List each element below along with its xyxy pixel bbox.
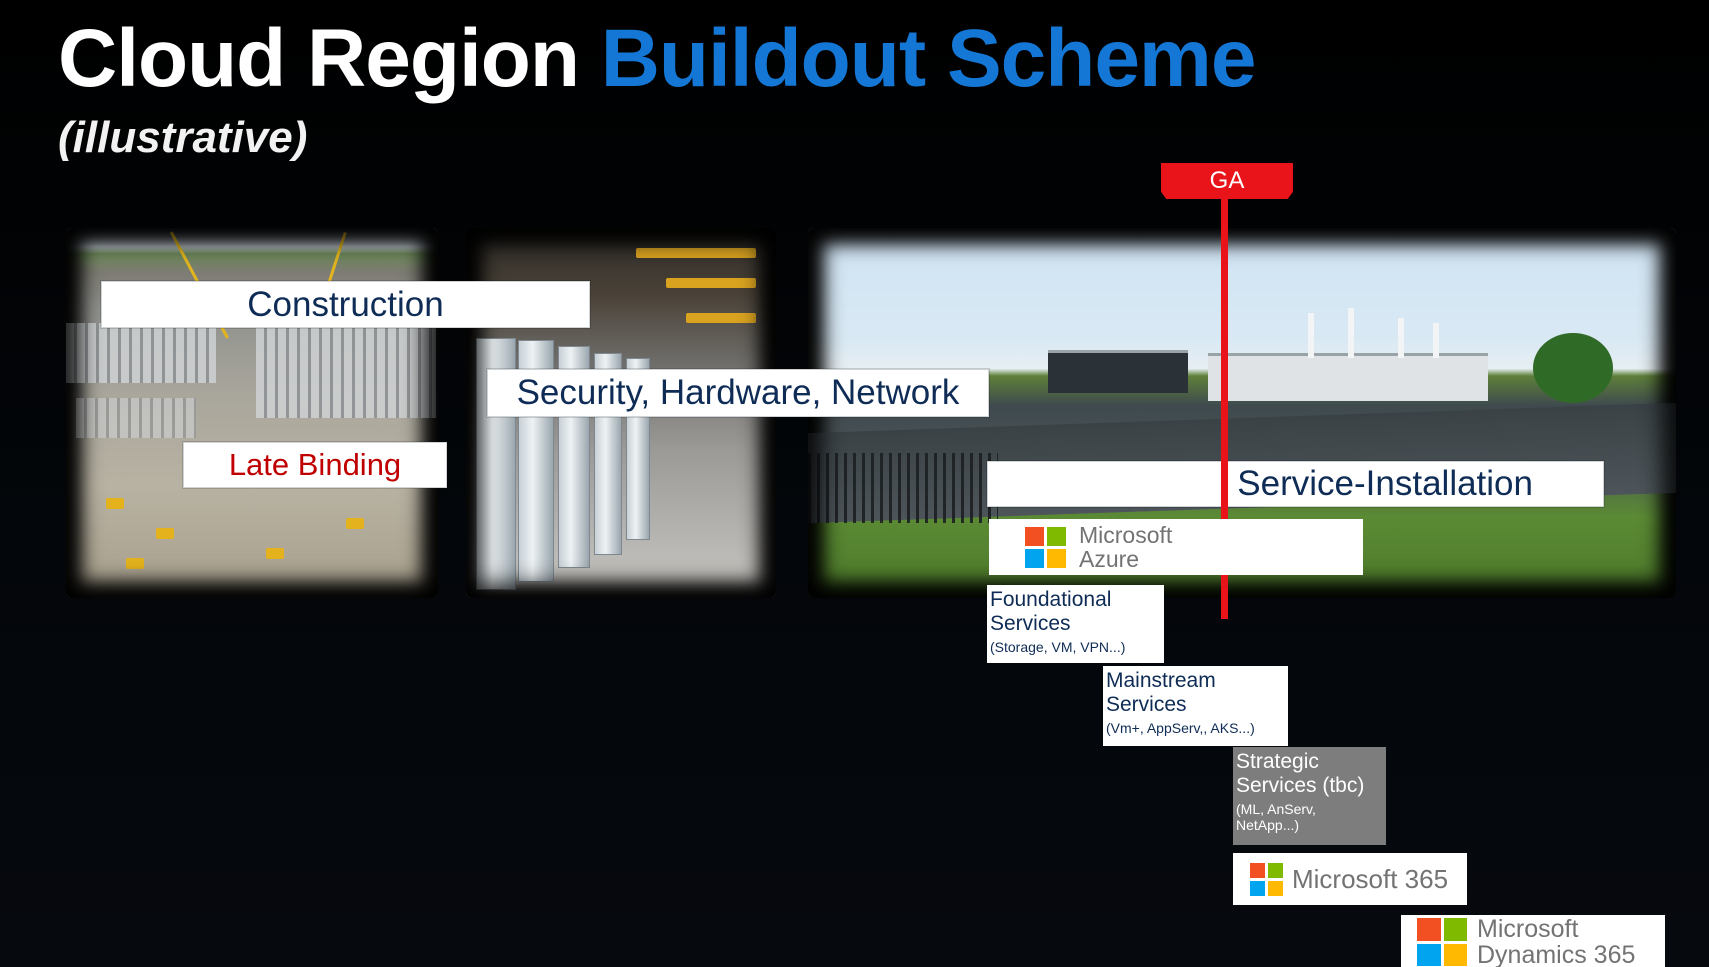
strategic-title2: Services (tbc) [1236,774,1365,798]
title-blue-part: Buildout Scheme [600,13,1257,104]
m365-box: Microsoft 365 [1233,853,1467,905]
foundational-title2: Services [990,612,1071,636]
service-installation-label: Service-Installation [987,461,1604,507]
dynamics-box: Microsoft Dynamics 365 [1401,915,1665,967]
m365-label: Microsoft 365 [1292,863,1449,894]
strategic-services-box: Strategic Services (tbc) (ML, AnServ, Ne… [1233,747,1386,845]
microsoft-logo-icon [1250,862,1283,896]
mainstream-services-box: Mainstream Services (Vm+, AppServ,, AKS.… [1103,666,1288,746]
microsoft-logo-icon [1417,918,1467,966]
foundational-title1: Foundational [990,588,1112,611]
mainstream-title2: Services [1106,693,1187,717]
title-white-part: Cloud Region [58,13,580,104]
slide-title: Cloud Region Buildout Scheme [58,18,1256,100]
foundational-services-box: Foundational Services (Storage, VM, VPN.… [987,585,1164,663]
dynamics-line2: Dynamics 365 [1477,940,1636,967]
ga-line [1221,196,1228,619]
azure-box: Microsoft Azure [989,519,1363,575]
mainstream-detail: (Vm+, AppServ,, AKS...) [1106,719,1255,736]
late-binding-label: Late Binding [183,442,447,488]
foundational-detail: (Storage, VM, VPN...) [990,638,1126,655]
dynamics-line1: Microsoft [1477,915,1579,943]
hardware-label: Security, Hardware, Network [487,369,989,417]
strategic-detail2: NetApp...) [1236,816,1300,833]
construction-label: Construction [101,281,590,328]
strategic-title1: Strategic [1236,750,1319,773]
slide-subtitle: (illustrative) [58,113,308,162]
mainstream-title1: Mainstream [1106,669,1216,692]
azure-line1: Microsoft [1079,521,1173,548]
azure-line2: Azure [1079,546,1140,572]
ga-marker: GA [1161,163,1293,199]
microsoft-logo-icon [1025,526,1066,568]
strategic-detail1: (ML, AnServ, [1236,800,1316,817]
